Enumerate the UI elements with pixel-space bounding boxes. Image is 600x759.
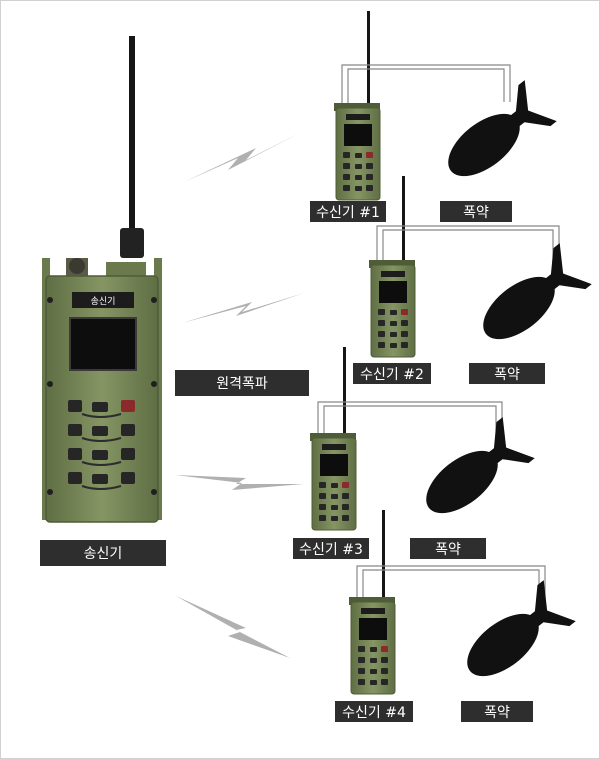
receiver-device-1: [334, 11, 511, 201]
receiver-device-2: [369, 176, 560, 358]
receiver-label-4: 수신기 #4: [335, 701, 413, 722]
explosive-label-2: 폭약: [469, 363, 545, 384]
signal-bolts: [175, 133, 304, 658]
signal-bolt-2: [182, 293, 304, 323]
transmitter-device: [42, 36, 162, 523]
signal-bolt-1: [184, 133, 300, 182]
receiver-device-4: [349, 510, 546, 695]
bomb-icon-4: [467, 580, 576, 677]
signal-bolt-3: [175, 475, 304, 490]
receiver-device-3: [310, 347, 503, 531]
receiver-label-1: 수신기 #1: [310, 201, 386, 222]
remote-detonation-label: 원격폭파: [175, 370, 309, 396]
explosive-label-1: 폭약: [440, 201, 512, 222]
receiver-label-3: 수신기 #3: [293, 538, 369, 559]
bomb-icon-1: [448, 80, 557, 177]
signal-bolt-4: [176, 596, 290, 658]
transmitter-label: 송신기: [40, 540, 166, 566]
transmitter-antenna: [129, 36, 135, 236]
explosive-label-4: 폭약: [461, 701, 533, 722]
explosive-label-3: 폭약: [410, 538, 486, 559]
bomb-icon-3: [426, 417, 535, 514]
bomb-icon-2: [483, 243, 592, 340]
transmitter-screen-label: 송신기: [91, 296, 116, 307]
receiver-label-2: 수신기 #2: [353, 363, 431, 384]
